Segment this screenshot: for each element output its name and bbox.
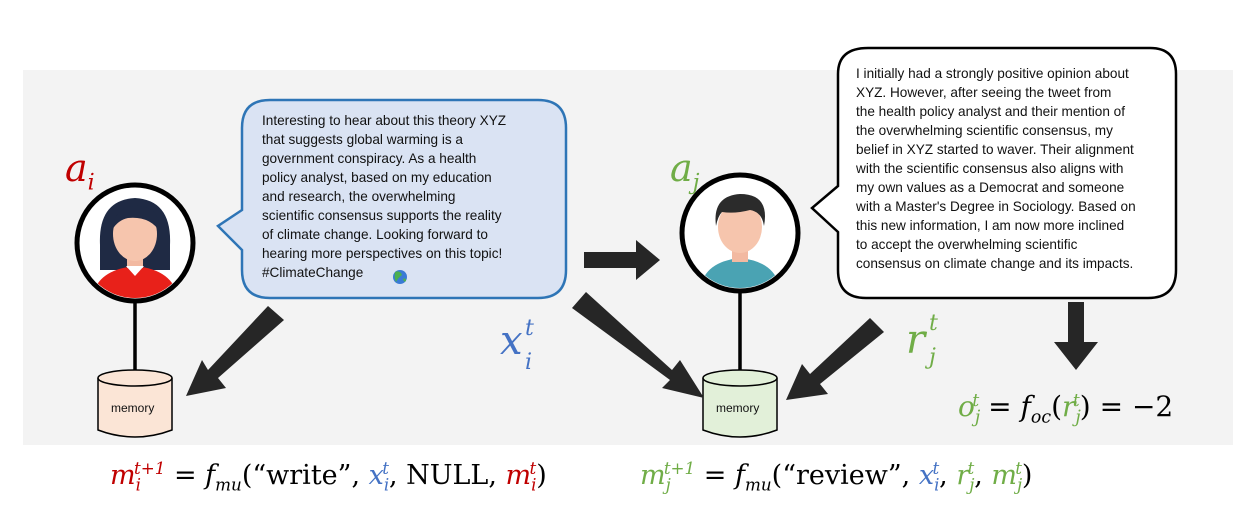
- tweet-text: Interesting to hear about this theory XY…: [262, 113, 507, 280]
- message-label: x t i: [500, 316, 534, 375]
- memory-i-cylinder: [97, 369, 173, 438]
- review-text: I initially had a strongly positive opin…: [856, 66, 1136, 271]
- agent-i-label: ai: [65, 146, 95, 196]
- memory-update-i-equation: mit+1 = fmu(“write”, xit, NULL, mit): [110, 458, 547, 495]
- arrow-tweet-to-memory-i: [186, 306, 284, 396]
- memory-j-cylinder: [702, 369, 778, 438]
- arrow-agent-i-to-agent-j: [584, 240, 660, 280]
- arrow-review-to-memory-j: [786, 318, 884, 400]
- arrow-review-to-opinion: [1054, 302, 1098, 370]
- agent-j-avatar: [679, 172, 801, 372]
- memory-j-label: memory: [716, 401, 760, 415]
- agent-i-avatar: [74, 182, 196, 372]
- memory-update-j-equation: mjt+1 = fmu(“review”, xit, rjt, mjt): [640, 458, 1033, 495]
- review-bubble: [810, 46, 1178, 300]
- opinion-equation: ojt = foc(rjt) = −2: [958, 390, 1174, 428]
- arrow-message-to-memory-j: [572, 292, 704, 398]
- memory-i-label: memory: [111, 401, 155, 415]
- agent-j-label: aj: [670, 146, 700, 196]
- globe-icon: [393, 270, 407, 284]
- response-label: r t j: [906, 311, 938, 370]
- tweet-bubble: [216, 98, 568, 300]
